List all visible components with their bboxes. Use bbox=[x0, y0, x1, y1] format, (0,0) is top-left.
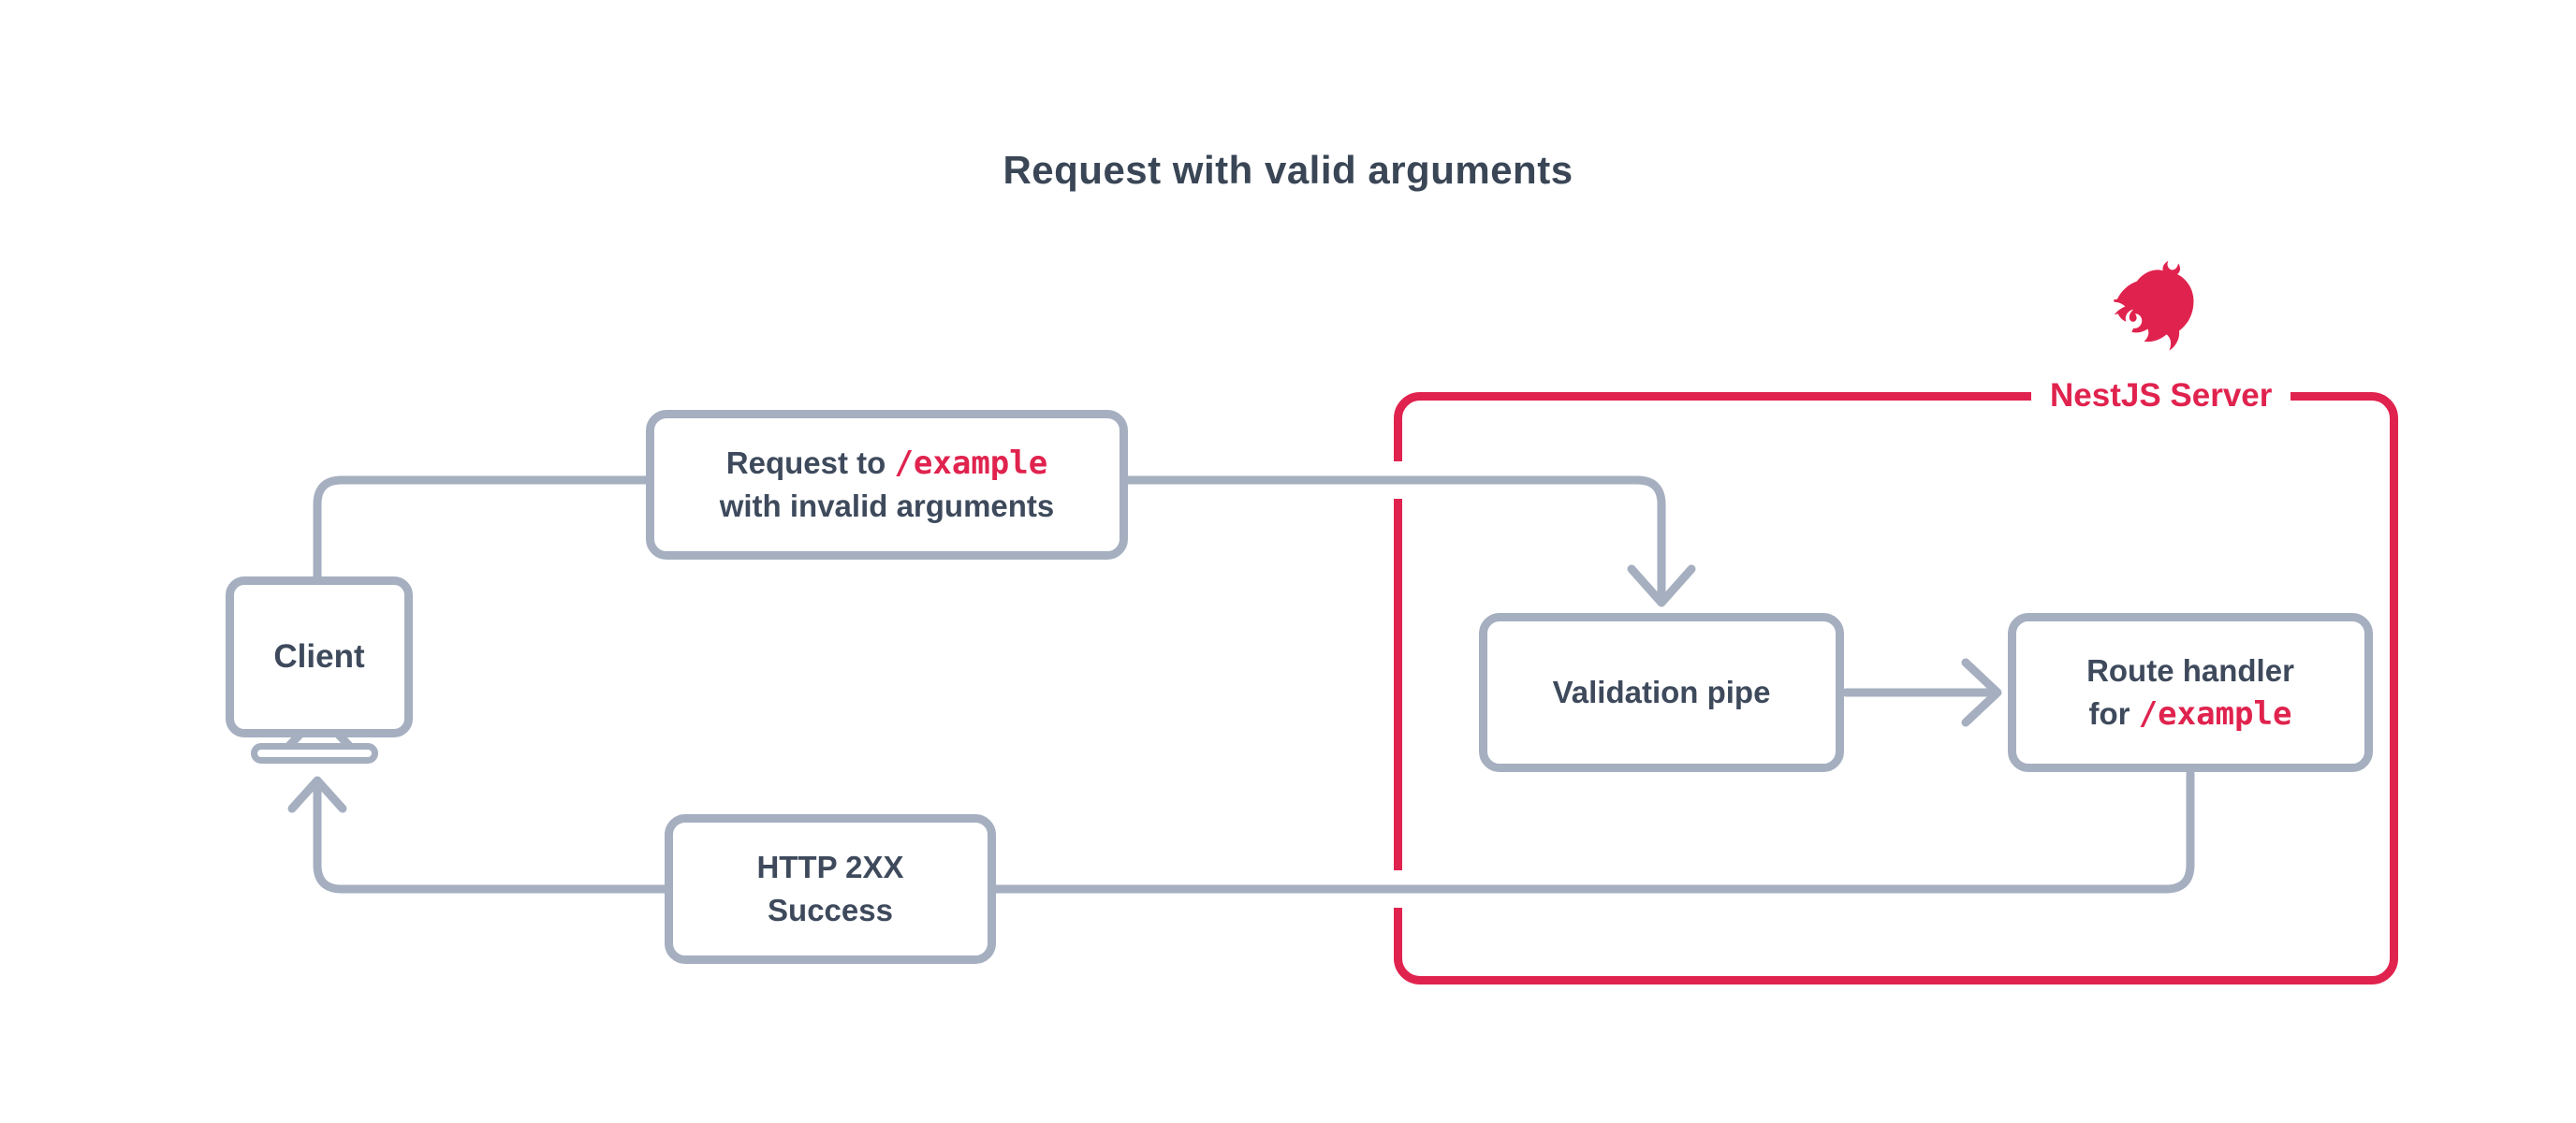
connector-request-to-validation bbox=[1120, 475, 1666, 604]
connector-route-to-client bbox=[313, 769, 2195, 894]
response-line1: HTTP 2XX bbox=[756, 850, 904, 884]
connector-client-to-request bbox=[313, 475, 654, 587]
route-line2: for /example bbox=[2089, 693, 2292, 736]
response-node: HTTP 2XX Success bbox=[665, 814, 996, 964]
arrowhead-up-icon bbox=[287, 776, 347, 813]
nestjs-server-label: NestJS Server bbox=[2031, 377, 2291, 415]
monitor-base-icon bbox=[251, 743, 378, 764]
route-endpoint: /example bbox=[2138, 695, 2292, 733]
client-node: Client bbox=[226, 576, 413, 737]
request-prefix: Request to bbox=[725, 445, 895, 480]
client-label: Client bbox=[273, 638, 365, 675]
response-line2: Success bbox=[768, 893, 893, 927]
route-line1: Route handler bbox=[2086, 653, 2294, 688]
request-line2: with invalid arguments bbox=[719, 489, 1055, 523]
request-node: Request to /example with invalid argumen… bbox=[646, 410, 1128, 560]
validation-pipe-node: Validation pipe bbox=[1479, 613, 1844, 772]
arrowhead-right-icon bbox=[1961, 658, 2002, 727]
nestjs-logo-icon bbox=[2113, 260, 2194, 351]
route-prefix: for bbox=[2088, 696, 2139, 731]
diagram-title: Request with valid arguments bbox=[1003, 148, 1573, 192]
nestjs-server-boundary bbox=[1394, 392, 2398, 984]
request-endpoint: /example bbox=[894, 445, 1048, 482]
arrowhead-down-icon bbox=[1627, 564, 1696, 607]
validation-pipe-label: Validation pipe bbox=[1552, 675, 1771, 709]
request-line1: Request to /example bbox=[726, 442, 1047, 485]
route-handler-node: Route handler for /example bbox=[2008, 613, 2373, 772]
